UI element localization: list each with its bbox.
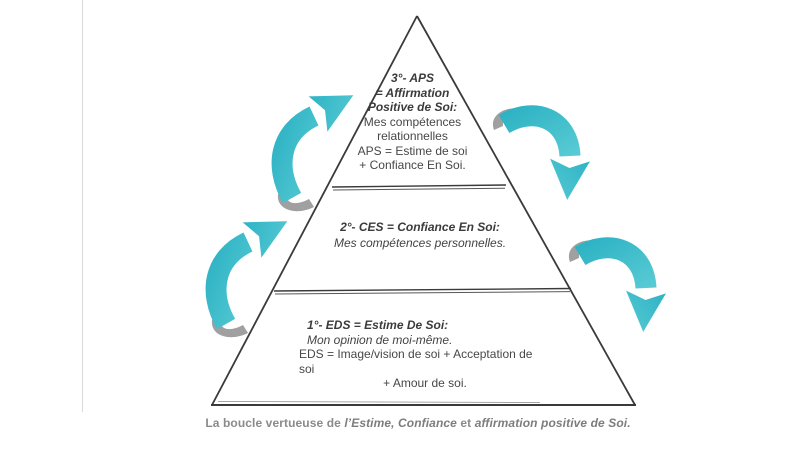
level1-heading-line: 1°- EDS = Estime De Soi: xyxy=(307,318,449,332)
level3-body-line-1: Mes compétences xyxy=(363,114,462,129)
pyramid-left-edge xyxy=(211,15,418,406)
level1-body-line-1: Mon opinion de moi-même. xyxy=(307,332,453,347)
pyramid-level-1-text: 1°- EDS = Estime De Soi: Mon opinion de … xyxy=(299,318,551,391)
level3-heading-line-2: = Affirmation xyxy=(375,85,450,100)
caption: La boucle vertueuse de l’Estime, Confian… xyxy=(118,416,718,430)
pyramid-level-3-text: 3°- APS = Affirmation Positive de Soi: M… xyxy=(330,71,495,173)
level2-body-line: Mes compétences personnelles. xyxy=(333,235,507,250)
caption-text-regular-2: et xyxy=(456,416,475,430)
curved-loop-arrow-down-icon-right-lower xyxy=(569,240,666,333)
level3-body-line-2: relationnelles xyxy=(377,129,448,143)
curved-loop-arrow-down-icon-right-upper xyxy=(493,108,590,201)
level3-body-line-4: + Confiance En Soi. xyxy=(359,158,466,172)
pyramid-outline xyxy=(211,15,636,406)
caption-text-emphasis-2: affirmation positive de Soi. xyxy=(474,416,631,430)
curved-loop-arrow-up-icon-left-lower xyxy=(212,204,297,338)
caption-text-regular-1: La boucle vertueuse de xyxy=(205,416,345,430)
divider-level3-level2 xyxy=(331,184,507,188)
level3-heading-line-1: 3°- APS xyxy=(390,71,435,85)
level2-heading-line: 2°- CES = Confiance En Soi: xyxy=(340,220,500,234)
level3-body-line-3: APS = Estime de soi xyxy=(357,143,468,158)
caption-text-emphasis-1: l’Estime, Confiance xyxy=(344,416,457,430)
pyramid-base-line-double xyxy=(217,401,541,403)
pyramid-right-edge xyxy=(416,15,636,406)
pyramid-level-2-text: 2°- CES = Confiance En Soi: Mes compéten… xyxy=(322,220,518,251)
level1-body-line-3: + Amour de soi. xyxy=(383,376,467,390)
level3-heading-line-3: Positive de Soi: xyxy=(367,100,458,114)
divider-level2-level1-double xyxy=(274,291,571,295)
scan-edge-artifact xyxy=(82,0,83,412)
divider-level3-level2-double xyxy=(332,187,506,191)
divider-level2-level1 xyxy=(273,287,572,292)
level1-body-line-2: EDS = Image/vision de soi + Acceptation … xyxy=(299,347,533,376)
